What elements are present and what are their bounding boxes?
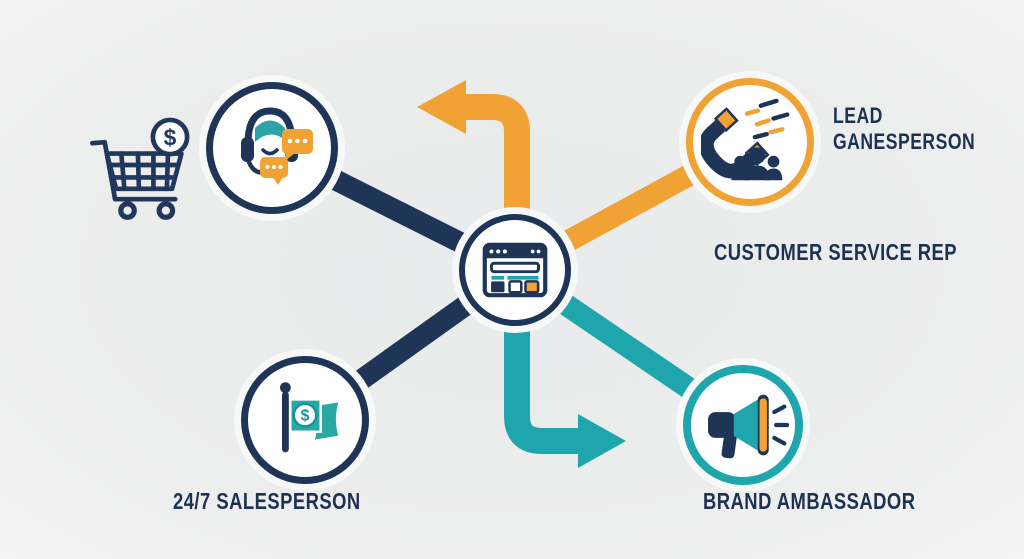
attraction-dashes — [744, 98, 790, 140]
support-agent-headset-icon — [241, 107, 313, 185]
arrowhead-right-icon — [578, 414, 626, 468]
shopping-cart-dollar-icon: $ — [89, 117, 190, 220]
speech-bubble-icon — [282, 129, 313, 162]
arrowhead-left-icon — [417, 80, 466, 134]
node-brand-ambassador — [683, 365, 803, 485]
sound-waves-icon — [772, 404, 789, 446]
label-lead-line1: LEAD — [833, 103, 883, 128]
teal-elbow-arrow — [504, 298, 626, 468]
magnet-attracting-leads-icon — [701, 98, 790, 181]
cart-dollar-sign: $ — [164, 124, 177, 150]
sales-flag-dollar-icon: $ — [280, 382, 339, 453]
label-lead-line2: GANESPERSON — [833, 129, 976, 155]
speech-bubble-icon — [260, 157, 288, 185]
node-website — [459, 214, 571, 326]
flag-dollar-sign: $ — [301, 407, 310, 424]
label-customer-service: CUSTOMER SERVICE REP — [714, 239, 958, 265]
website-browser-icon — [482, 242, 548, 298]
orange-elbow-arrow — [417, 80, 530, 242]
node-lead-generation — [686, 78, 814, 206]
people-group-icon — [731, 147, 783, 181]
label-brand-ambassador: BRAND AMBASSADOR — [703, 488, 916, 514]
node-customer-service — [206, 82, 338, 214]
node-salesperson: $ — [241, 356, 369, 484]
label-lead-generation: LEAD GANESPERSON — [833, 103, 975, 156]
megaphone-icon — [708, 394, 789, 459]
label-salesperson: 24/7 SALESPERSON — [173, 488, 361, 514]
